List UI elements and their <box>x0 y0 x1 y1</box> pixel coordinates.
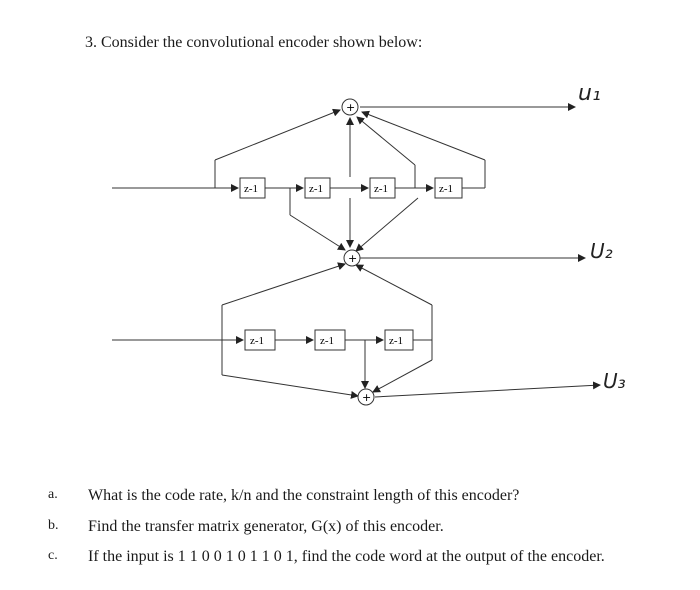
adder-1: + <box>341 98 359 116</box>
register-bottom-2: z-1 <box>314 329 346 351</box>
output-label-u3: U₃ <box>603 369 626 393</box>
part-c-text: If the input is 1 1 0 0 1 0 1 1 0 1, fin… <box>88 548 605 565</box>
output-label-u2: U₂ <box>590 239 613 263</box>
register-top-2: z-1 <box>304 177 331 199</box>
svg-text:+: + <box>348 252 357 265</box>
svg-text:z-1: z-1 <box>389 335 403 347</box>
convolutional-encoder-diagram: z-1 z-1 z-1 z-1 z-1 z-1 z-1 + + + u₁ U₂ … <box>112 81 626 406</box>
part-a-text: What is the code rate, k/n and the const… <box>88 487 520 504</box>
svg-text:z-1: z-1 <box>309 183 323 195</box>
output-label-u1: u₁ <box>578 81 601 106</box>
register-bottom-3: z-1 <box>384 329 414 351</box>
adder-3: + <box>357 388 375 406</box>
svg-text:z-1: z-1 <box>439 183 453 195</box>
register-bottom-1: z-1 <box>244 329 276 351</box>
part-a-label: a. <box>48 487 58 502</box>
svg-text:z-1: z-1 <box>374 183 388 195</box>
register-top-1: z-1 <box>239 177 266 199</box>
part-b-label: b. <box>48 518 59 533</box>
output-line-u3 <box>374 381 601 398</box>
question-title: 3. Consider the convolutional encoder sh… <box>85 34 423 51</box>
register-top-3: z-1 <box>369 177 396 199</box>
register-top-4: z-1 <box>434 177 463 199</box>
svg-text:+: + <box>362 391 371 404</box>
svg-text:z-1: z-1 <box>250 335 264 347</box>
adder-2: + <box>343 249 361 267</box>
svg-text:+: + <box>346 101 355 114</box>
svg-text:z-1: z-1 <box>320 335 334 347</box>
part-c-label: c. <box>48 548 58 563</box>
part-b-text: Find the transfer matrix generator, G(x)… <box>88 518 444 535</box>
svg-text:z-1: z-1 <box>244 183 258 195</box>
